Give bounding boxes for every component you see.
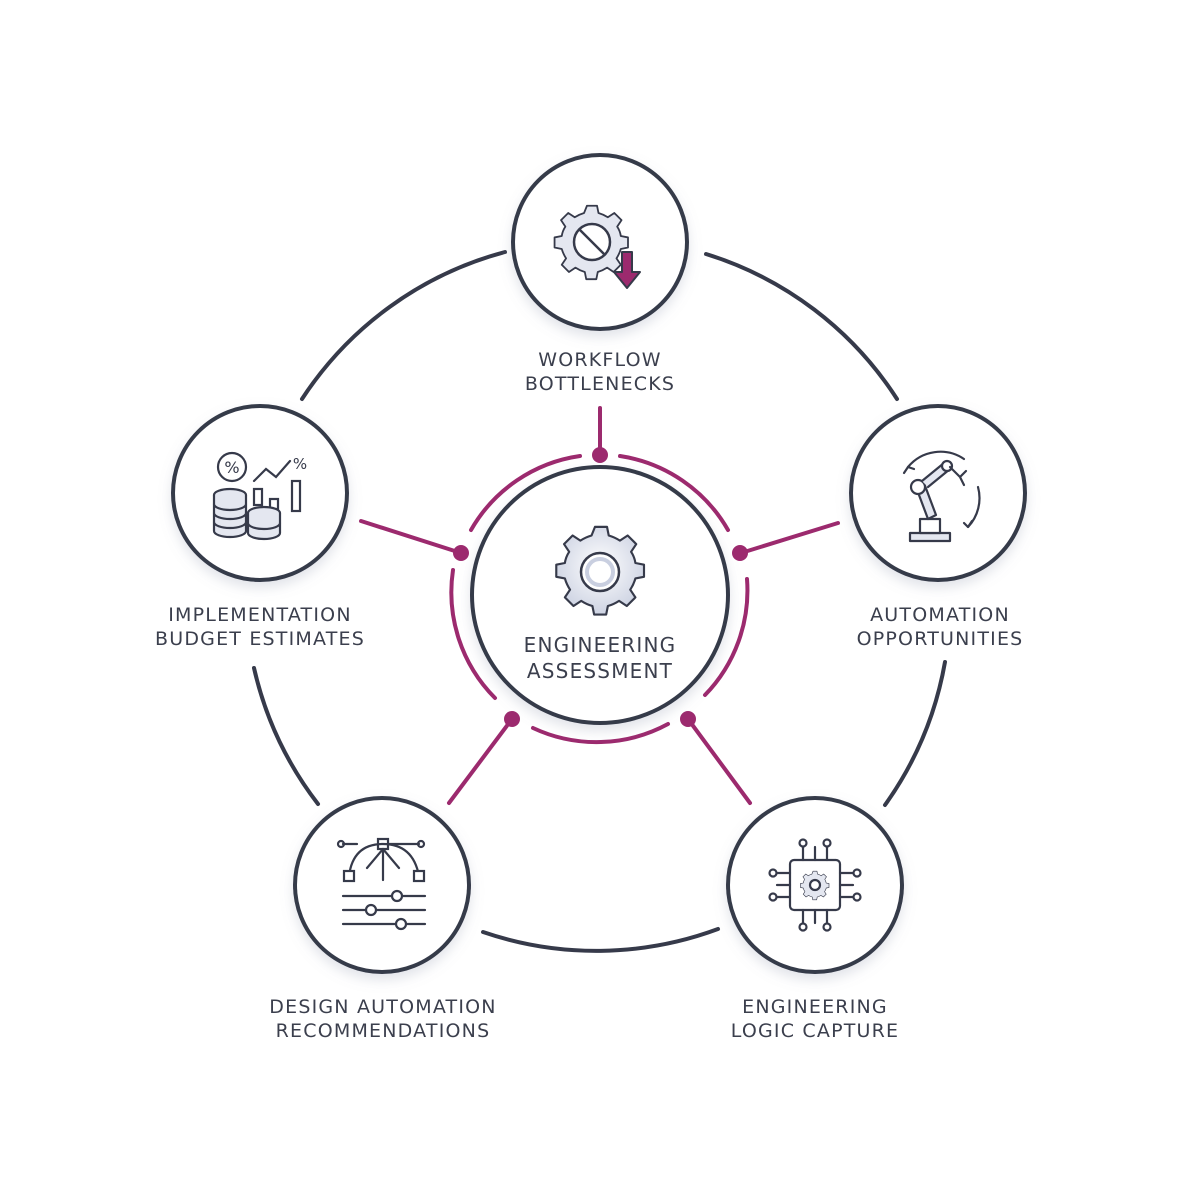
accent-arc-bottom (531, 722, 670, 745)
svg-text:%: % (293, 455, 307, 473)
gear-blocked-down-arrow-icon (553, 204, 641, 289)
chip-gear-icon (768, 838, 862, 932)
accent-arc-right (703, 577, 750, 697)
label-logic: ENGINEERING LOGIC CAPTURE (700, 995, 930, 1043)
label-line1: WORKFLOW (538, 349, 662, 371)
accent-arc-top-left (469, 454, 582, 532)
label-line2: BOTTLENECKS (524, 373, 676, 395)
label-line1: DESIGN AUTOMATION (269, 996, 497, 1018)
gear-icon (555, 525, 646, 616)
center-node[interactable] (470, 465, 730, 725)
accent-arc-top-right (618, 454, 730, 532)
ring-arc-design-budget (252, 666, 320, 806)
label-line1: AUTOMATION (870, 604, 1010, 626)
node-logic[interactable] (726, 796, 904, 974)
dot-budget (453, 545, 469, 561)
dot-design (504, 711, 520, 727)
label-line1: IMPLEMENTATION (168, 604, 352, 626)
connector-design (447, 717, 514, 805)
node-workflow[interactable] (511, 153, 689, 331)
label-line2: RECOMMENDATIONS (275, 1020, 491, 1042)
svg-text:%: % (224, 458, 239, 477)
label-center: ENGINEERING ASSESSMENT (490, 632, 710, 684)
dot-workflow (592, 447, 608, 463)
label-line1: ENGINEERING (523, 633, 677, 657)
connector-automation (739, 521, 840, 555)
label-workflow: WORKFLOW BOTTLENECKS (500, 348, 700, 396)
label-design: DESIGN AUTOMATION RECOMMENDATIONS (243, 995, 523, 1043)
robot-arm-icon (902, 450, 981, 543)
ring-arc-logic-design (481, 927, 720, 953)
ring-arc-automation-logic (883, 660, 947, 807)
dot-automation (732, 545, 748, 561)
label-line2: ASSESSMENT (526, 659, 674, 683)
node-budget[interactable]: % % (171, 404, 349, 582)
accent-arc-left (449, 568, 497, 700)
ring-arc-workflow-automation (704, 252, 899, 401)
vector-sliders-icon (336, 837, 427, 931)
connectors (359, 406, 840, 805)
connector-budget (359, 519, 463, 555)
ring-arc-budget-workflow (300, 250, 507, 401)
outer-ring (252, 250, 947, 953)
label-line1: ENGINEERING (742, 996, 888, 1018)
connector-dots (453, 447, 748, 727)
coins-chart-icon: % % (212, 451, 307, 541)
label-line2: LOGIC CAPTURE (730, 1020, 900, 1042)
connector-logic (686, 717, 752, 805)
inner-accent-ring (449, 454, 750, 745)
label-automation: AUTOMATION OPPORTUNITIES (830, 603, 1050, 651)
dot-logic (680, 711, 696, 727)
node-design[interactable] (293, 796, 471, 974)
label-line2: BUDGET ESTIMATES (154, 628, 365, 650)
label-budget: IMPLEMENTATION BUDGET ESTIMATES (140, 603, 380, 651)
node-automation[interactable] (849, 404, 1027, 582)
label-line2: OPPORTUNITIES (856, 628, 1024, 650)
